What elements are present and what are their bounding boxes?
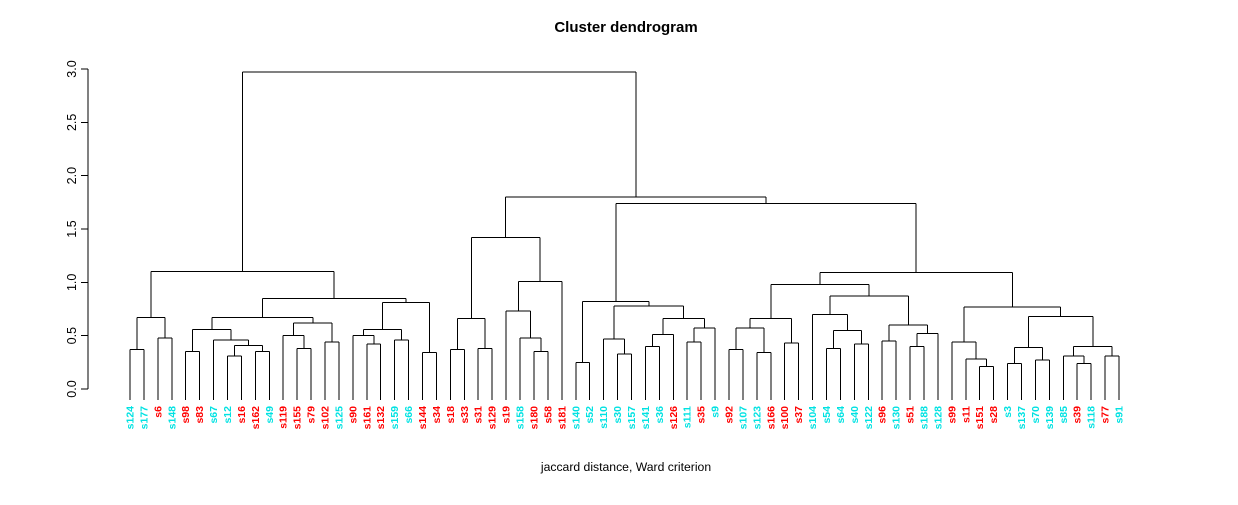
leaf-label: s90 [347,406,359,424]
leaf-label: s104 [807,406,819,430]
leaf-label: s30 [612,406,624,424]
y-tick-label: 1.5 [65,220,79,237]
leaf-label: s144 [417,406,429,430]
x-axis-caption: jaccard distance, Ward criterion [540,460,711,474]
leaf-label: s31 [473,406,485,424]
leaf-label: s34 [431,406,443,424]
y-tick-label: 3.0 [65,60,79,77]
leaf-label: s148 [166,406,178,430]
leaf-label: s79 [306,406,318,424]
leaf-label: s119 [278,406,290,429]
leaf-label: s140 [570,406,582,430]
leaf-label: s118 [1086,406,1098,429]
leaf-label: s107 [737,406,749,430]
leaf-label: s141 [640,406,652,430]
leaf-label: s162 [250,406,262,430]
leaf-label: s99 [946,406,958,424]
leaf-label: s110 [598,406,610,429]
leaf-label: s161 [361,406,373,430]
leaf-label: s9 [710,406,722,418]
leaf-label: s92 [723,406,735,424]
leaf-label: s122 [863,406,875,430]
leaf-label: s111 [682,406,694,428]
leaf-label: s155 [292,406,304,430]
leaf-label: s19 [501,406,513,424]
leaf-label: s85 [1058,406,1070,424]
leaf-label: s3 [1002,406,1014,418]
chart-title: Cluster dendrogram [554,19,697,36]
leaf-label: s35 [696,406,708,424]
leaf-label: s139 [1044,406,1056,430]
leaf-label: s137 [1016,406,1028,430]
leaf-label: s66 [403,406,415,424]
leaf-label: s159 [389,406,401,430]
leaf-label: s39 [1072,406,1084,424]
leaf-label: s16 [236,406,248,424]
y-tick-label: 2.5 [65,114,79,131]
y-axis-line [81,68,89,390]
leaf-label: s91 [1114,406,1126,424]
leaf-label: s18 [445,406,457,424]
leaf-label: s166 [765,406,777,430]
leaf-label: s181 [556,406,568,430]
leaf-label: s40 [849,406,861,424]
leaf-label: s188 [918,406,930,430]
y-tick-label: 0.5 [65,327,79,344]
y-tick-label: 0.0 [65,380,79,397]
leaf-label: s128 [932,406,944,430]
leaf-label: s12 [222,406,234,424]
y-tick-label: 2.0 [65,167,79,184]
y-axis: 0.0 0.5 1.0 1.5 2.0 2.5 3.0 [65,60,89,398]
leaf-label: s132 [375,406,387,430]
leaf-label: s54 [821,406,833,424]
leaf-label: s6 [152,406,164,418]
leaf-label: s49 [264,406,276,424]
leaf-label: s58 [542,406,554,424]
leaf-label: s177 [138,406,150,430]
leaf-label: s28 [988,406,1000,424]
leaf-label: s180 [528,406,540,430]
leaf-label: s52 [584,406,596,424]
leaf-label: s64 [835,406,847,424]
leaf-label: s124 [125,406,137,430]
leaf-label: s123 [751,406,763,430]
dendrogram-tree [129,71,1120,400]
leaf-label: s70 [1030,406,1042,424]
leaf-label: s126 [668,406,680,430]
leaf-label: s100 [779,406,791,430]
leaf-label: s33 [459,406,471,424]
leaf-label: s96 [877,406,889,424]
dendrogram-segments [129,71,1120,400]
leaf-label: s67 [208,406,220,424]
leaf-label: s125 [333,406,345,430]
leaf-label: s98 [180,406,192,424]
y-tick-label: 1.0 [65,274,79,291]
leaf-label: s102 [320,406,332,430]
leaf-label: s151 [974,406,986,430]
leaf-label: s130 [891,406,903,430]
leaf-label: s37 [793,406,805,424]
leaf-label: s36 [654,406,666,424]
leaf-label: s158 [515,406,527,430]
leaf-label: s129 [487,406,499,430]
leaf-label: s77 [1100,406,1112,424]
leaf-label: s11 [960,406,972,423]
leaf-label: s83 [194,406,206,424]
leaf-label: s51 [905,406,917,424]
leaf-label: s157 [626,406,638,430]
